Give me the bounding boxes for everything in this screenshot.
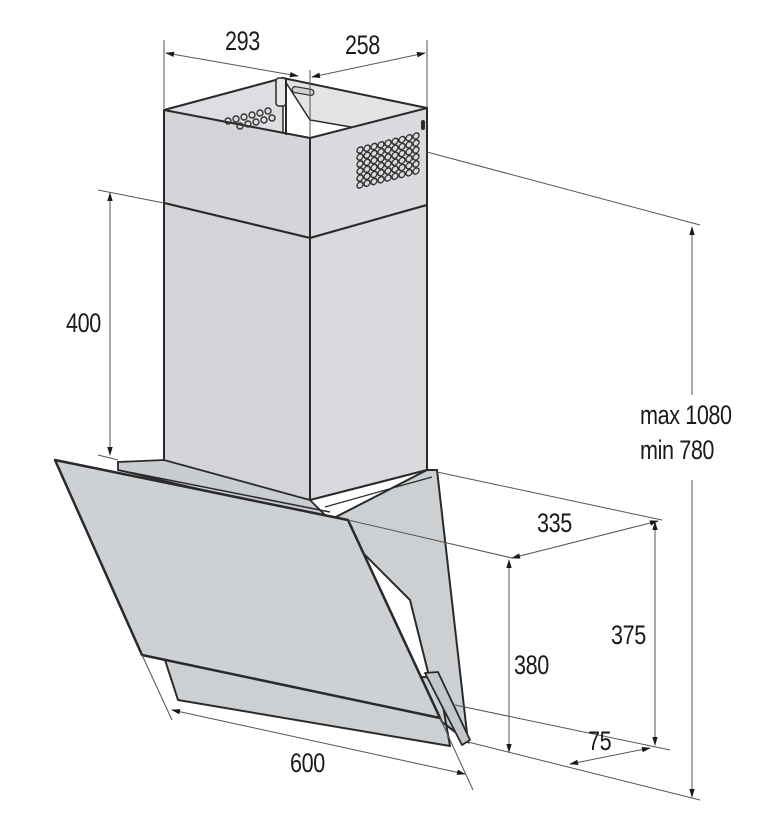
vent-holes-back bbox=[224, 107, 276, 130]
dim-canopy-depth: 335 bbox=[537, 508, 572, 538]
lower-chimney bbox=[163, 201, 428, 502]
upper-chimney bbox=[163, 76, 428, 240]
dim-bottom-offset: 75 bbox=[588, 726, 612, 756]
dim-height-max: max 1080 bbox=[640, 400, 732, 430]
dim-height-min: min 780 bbox=[640, 435, 715, 465]
dim-side-height-front: 380 bbox=[514, 650, 549, 680]
dim-lower-chimney-height: 400 bbox=[66, 308, 101, 338]
total-height-range: max 1080 min 780 bbox=[640, 402, 755, 472]
dimension-lines bbox=[97, 40, 701, 801]
dim-chimney-depth: 258 bbox=[345, 30, 380, 60]
dim-side-height-back: 375 bbox=[611, 620, 646, 650]
dim-canopy-width: 600 bbox=[290, 748, 325, 778]
vent-holes-side bbox=[356, 132, 420, 189]
dim-chimney-width: 293 bbox=[225, 26, 260, 56]
